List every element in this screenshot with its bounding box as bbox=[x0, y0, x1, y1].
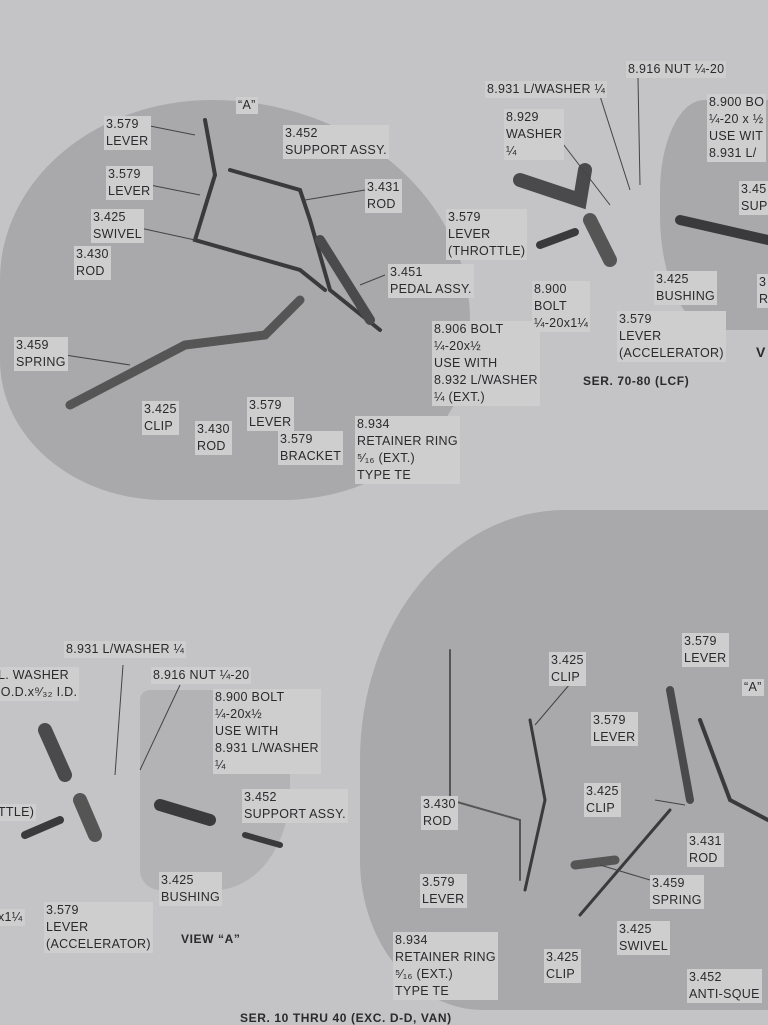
accelerator-lever bbox=[583, 213, 617, 267]
caption-view-a: VIEW “A” bbox=[181, 932, 241, 946]
callout-lock-washer: 8.931 L/WASHER ¼ bbox=[64, 641, 187, 658]
rod-3431 bbox=[228, 168, 382, 332]
pedal bbox=[315, 235, 375, 325]
callout-throttle-partial: TTLE) bbox=[0, 804, 37, 821]
callout-nut: 8.916 NUT ¼-20 bbox=[626, 61, 727, 78]
callout-bolt-partial: x1¼ bbox=[0, 909, 25, 926]
callout-nut: 8.916 NUT ¼-20 bbox=[151, 667, 252, 684]
caption-ser-10-thru-40: SER. 10 THRU 40 (EXC. D-D, VAN) bbox=[240, 1011, 452, 1025]
caption-ser-70-80: SER. 70-80 (LCF) bbox=[583, 374, 690, 388]
callout-lock-washer: 8.931 L/WASHER ¼ bbox=[485, 81, 608, 98]
view-caption-partial: V bbox=[756, 344, 766, 360]
throttle-lever bbox=[513, 163, 592, 210]
spring bbox=[65, 295, 305, 410]
diagram-bottom-right-background bbox=[360, 510, 768, 1010]
callout-view-a: “A” bbox=[236, 97, 258, 114]
bolt bbox=[536, 228, 579, 249]
callout-view-a: “A” bbox=[742, 679, 764, 696]
callout-washer-partial: L. WASHER O.D.x⁹⁄₃₂ I.D. bbox=[0, 667, 80, 701]
support-tube bbox=[675, 215, 768, 245]
